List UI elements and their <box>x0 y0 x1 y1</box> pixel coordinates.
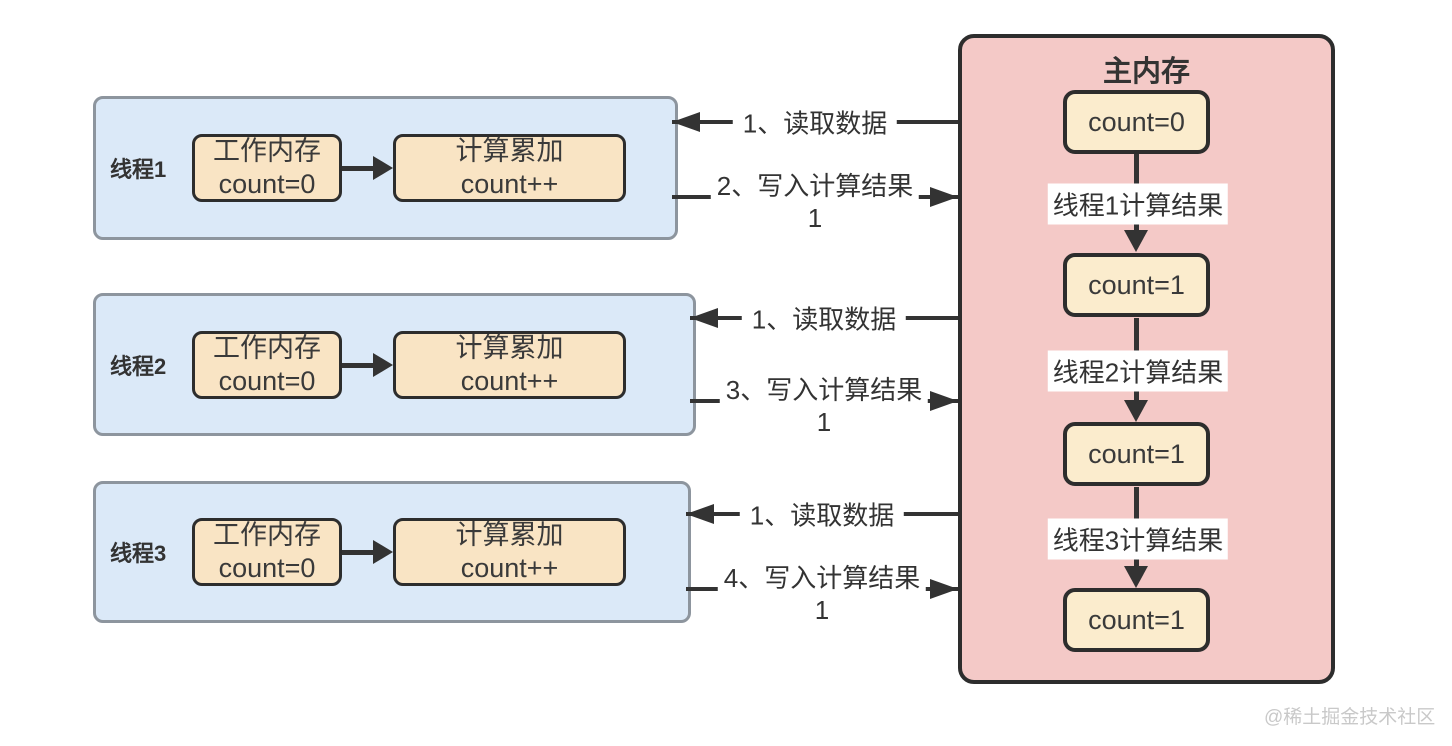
thread2-read-label: 1、读取数据 <box>741 298 907 338</box>
arrow-down-icon <box>1124 566 1148 588</box>
arrow-down-icon <box>1124 230 1148 252</box>
arrow-left-icon <box>686 504 714 524</box>
thread2-write-label: 3、写入计算结果 1 <box>719 374 929 438</box>
working-memory-value: count=0 <box>218 553 316 583</box>
compute-title: 计算累加 <box>455 520 564 550</box>
thread1-working-memory-box: 工作内存 count=0 <box>192 134 342 202</box>
thread3-read-label: 1、读取数据 <box>739 494 905 534</box>
main-memory-title: 主内存 <box>1102 56 1190 88</box>
working-memory-title: 工作内存 <box>213 520 321 550</box>
transition-label-thread3: 线程3计算结果 <box>1047 518 1229 560</box>
memory-state-count1-c: count=1 <box>1063 588 1210 652</box>
watermark: @稀土掘金技术社区 <box>1264 707 1436 728</box>
thread3-write-label: 4、写入计算结果 1 <box>717 562 927 626</box>
main-memory-box: 主内存 count=0 线程1计算结果 count=1 线程2计算结果 coun… <box>958 34 1335 684</box>
memory-state-count0: count=0 <box>1063 90 1210 154</box>
arrow-right-icon <box>930 579 958 599</box>
compute-value: count++ <box>460 169 559 199</box>
thread1-label: 线程1 <box>110 157 167 182</box>
working-memory-value: count=0 <box>218 365 316 396</box>
thread1-compute-box: 计算累加 count++ <box>393 134 626 202</box>
thread3-working-memory-box: 工作内存 count=0 <box>192 518 342 586</box>
working-memory-value: count=0 <box>218 169 316 199</box>
arrow-right-icon <box>930 187 958 207</box>
memory-state-count1-b: count=1 <box>1063 422 1210 486</box>
thread1-write-label: 2、写入计算结果 1 <box>710 170 920 234</box>
transition-label-thread2: 线程2计算结果 <box>1047 350 1229 392</box>
compute-value: count++ <box>460 365 559 396</box>
working-memory-title: 工作内存 <box>213 332 321 363</box>
transition-label-thread1: 线程1计算结果 <box>1047 183 1229 225</box>
arrow-right-icon <box>930 391 958 411</box>
compute-title: 计算累加 <box>455 136 564 166</box>
thread2-label: 线程2 <box>110 353 167 379</box>
thread3-label: 线程3 <box>110 541 167 566</box>
arrow-left-icon <box>672 112 700 132</box>
thread3-box: 线程3 工作内存 count=0 计算累加 count++ <box>93 481 691 623</box>
arrow-left-icon <box>690 308 718 328</box>
working-memory-title: 工作内存 <box>213 136 321 166</box>
memory-state-count1-a: count=1 <box>1063 253 1210 317</box>
thread3-compute-box: 计算累加 count++ <box>393 518 626 586</box>
arrow-down-icon <box>1124 400 1148 422</box>
thread1-box: 线程1 工作内存 count=0 计算累加 count++ <box>93 96 678 240</box>
thread2-box: 线程2 工作内存 count=0 计算累加 count++ <box>93 293 696 436</box>
thread2-compute-box: 计算累加 count++ <box>393 330 626 399</box>
thread1-read-label: 1、读取数据 <box>732 102 898 142</box>
compute-value: count++ <box>460 553 559 583</box>
thread2-working-memory-box: 工作内存 count=0 <box>192 330 342 399</box>
compute-title: 计算累加 <box>455 332 564 363</box>
